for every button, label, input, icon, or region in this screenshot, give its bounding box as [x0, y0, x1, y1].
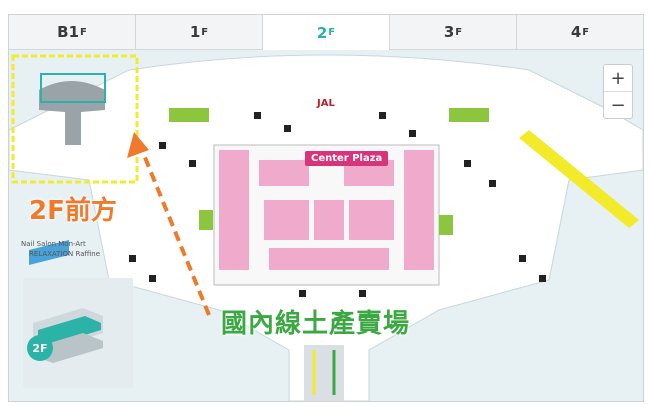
- floor-map[interactable]: Center Plaza JAL Nail Salon Mon-Art RELA…: [9, 50, 643, 401]
- arrow-head: [127, 132, 149, 158]
- shop-block: [219, 150, 249, 270]
- tab-label: 2: [316, 23, 328, 42]
- tab-suffix: F: [328, 27, 336, 38]
- shop-block: [259, 160, 309, 186]
- jal-sign: JAL: [317, 98, 335, 109]
- left-shop-label-2: RELAXATION Raffine: [29, 250, 100, 258]
- zoom-control: + −: [603, 64, 633, 119]
- shop-block: [314, 200, 344, 240]
- gate-strip: [519, 130, 639, 228]
- mini-terminal: [39, 81, 105, 145]
- shop-block: [264, 200, 309, 240]
- inset-drawing: [33, 308, 103, 363]
- tab-label: 1: [189, 23, 201, 41]
- facility-block: [449, 108, 489, 122]
- tab-suffix: F: [201, 26, 209, 38]
- floor-inset-map: [23, 278, 133, 388]
- left-shop-label: Nail Salon Mon-Art: [21, 240, 86, 248]
- shop-block: [349, 200, 394, 240]
- center-plaza-label: Center Plaza: [305, 151, 389, 166]
- shop-block: [404, 150, 434, 270]
- front-annotation: 2F前方: [29, 196, 117, 226]
- tab-label: 3: [443, 23, 455, 41]
- mini-terminal-frame: [40, 73, 106, 103]
- waterside-block: [29, 240, 69, 265]
- escalator-column: [304, 345, 344, 401]
- floor-badge: 2F: [27, 335, 53, 361]
- local-shops-annotation: 國內線土產賣場: [221, 309, 411, 339]
- tab-suffix: F: [455, 26, 463, 38]
- floor-plan-drawing: [9, 54, 643, 401]
- tab-suffix: F: [80, 26, 87, 38]
- facility-block: [199, 210, 213, 230]
- map-icons: [129, 112, 546, 297]
- front-area-highlight: [11, 54, 139, 184]
- shop-block: [269, 248, 389, 270]
- facility-block: [169, 108, 209, 122]
- facility-block: [439, 215, 453, 235]
- zoom-in-button[interactable]: +: [604, 65, 632, 92]
- tab-suffix: F: [582, 26, 590, 38]
- pointer-arrow: [142, 154, 211, 316]
- zoom-out-button[interactable]: −: [610, 94, 626, 116]
- inset-floor-highlight: [38, 316, 101, 344]
- tab-label: B1: [57, 23, 80, 41]
- tab-label: 4: [570, 23, 582, 41]
